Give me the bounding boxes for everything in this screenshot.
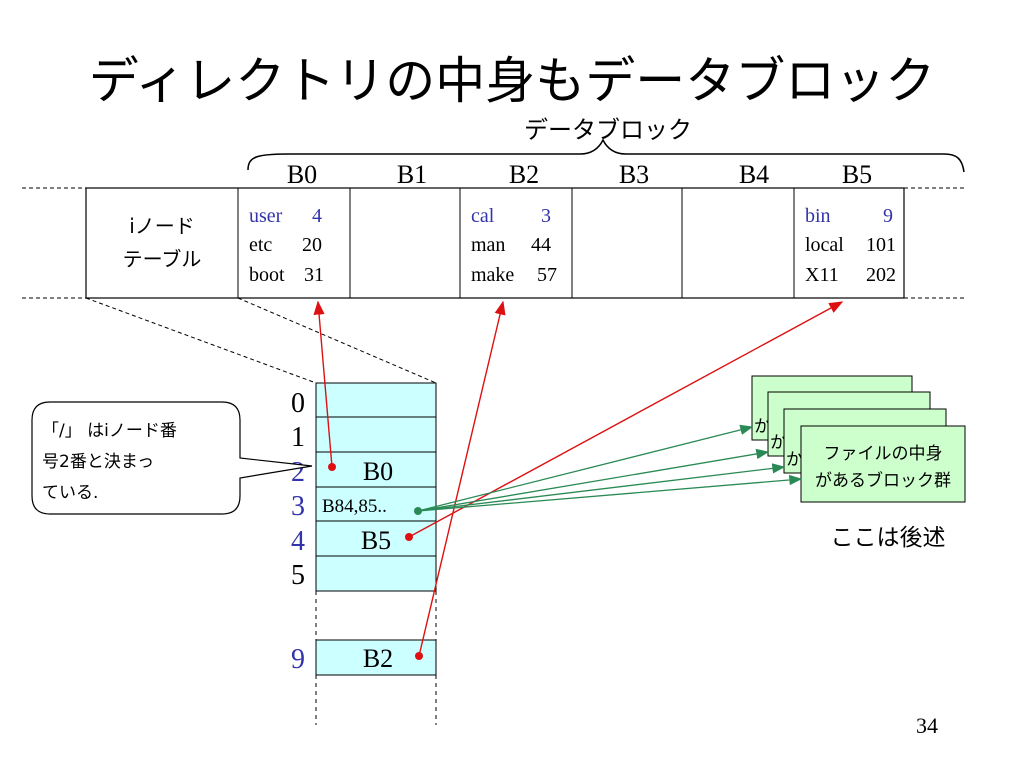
callout-text-line2: 号2番と決まっ bbox=[42, 452, 154, 472]
block-header-b4: B4 bbox=[739, 160, 769, 189]
zoom-line-left bbox=[85, 297, 317, 384]
b2-entry-num: 44 bbox=[531, 234, 551, 256]
page-number: 34 bbox=[916, 713, 938, 738]
arrow-origin-dot bbox=[415, 652, 423, 660]
b2-entry-name: cal bbox=[471, 205, 495, 227]
b0-entry-name: boot bbox=[249, 264, 285, 286]
file-block-card-front bbox=[800, 425, 966, 503]
inode-row bbox=[315, 486, 437, 522]
disk-row bbox=[85, 187, 905, 299]
b2-entry-num: 57 bbox=[537, 264, 557, 286]
block-header-b5: B5 bbox=[842, 160, 872, 189]
arrow-row2-to-b0 bbox=[313, 300, 333, 468]
arrow-row3-to-card bbox=[417, 424, 754, 512]
card-fragment: か bbox=[786, 450, 803, 470]
slide-title: ディレクトリの中身もデータブロック bbox=[89, 52, 936, 110]
file-block-cards: か か か ファイルの中身 があるブロック群 bbox=[751, 375, 966, 503]
inode-row-number: 2 bbox=[291, 457, 305, 488]
inode-entry-row4: B5 bbox=[361, 526, 391, 555]
card-fragment: か bbox=[754, 417, 771, 437]
b5-entry-name: X11 bbox=[805, 264, 839, 286]
green-arrows bbox=[414, 424, 803, 515]
later-note: ここは後述 bbox=[831, 525, 946, 551]
inode-row-number: 0 bbox=[291, 388, 305, 419]
inode-row-number: 3 bbox=[291, 491, 305, 522]
b5-entry-num: 101 bbox=[866, 234, 896, 256]
inode-entry-row2: B0 bbox=[363, 457, 393, 486]
block-header-b0: B0 bbox=[287, 160, 317, 189]
arrow-row9-to-b2 bbox=[418, 300, 506, 657]
block-header-b1: B1 bbox=[397, 160, 427, 189]
inode-row bbox=[315, 416, 437, 453]
b0-entry-num: 4 bbox=[312, 205, 322, 227]
arrow-origin-dot bbox=[328, 463, 336, 471]
arrow-origin-dot bbox=[405, 533, 413, 541]
inode-row bbox=[315, 520, 437, 557]
inode-entry-row3: B84,85.. bbox=[322, 496, 387, 517]
arrow-row3-to-card bbox=[417, 448, 770, 512]
inode-row-number: 4 bbox=[291, 526, 305, 557]
inode-row-number: 1 bbox=[291, 422, 305, 453]
inode-table bbox=[315, 382, 437, 725]
b5-entry-num: 202 bbox=[866, 264, 896, 286]
b5-entry-num: 9 bbox=[883, 205, 893, 227]
b2-entry-name: make bbox=[471, 264, 514, 286]
block-header-b3: B3 bbox=[619, 160, 649, 189]
b2-entry-num: 3 bbox=[541, 205, 551, 227]
inode-row-number: 9 bbox=[291, 644, 305, 675]
arrow-row3-to-card bbox=[417, 463, 786, 512]
callout-bubble bbox=[31, 401, 313, 515]
inode-row bbox=[315, 382, 437, 418]
inode-row-number: 5 bbox=[291, 560, 305, 591]
b0-entry-num: 20 bbox=[302, 234, 322, 256]
inode-table-label-line1: iノード bbox=[129, 214, 195, 238]
inode-row bbox=[315, 555, 437, 592]
card-text-line1: ファイルの中身 bbox=[824, 444, 943, 464]
callout-text-line1: 「/」 はiノード番 bbox=[42, 421, 177, 441]
brace-label: データブロック bbox=[524, 116, 692, 144]
arrow-row3-to-card bbox=[417, 474, 803, 512]
arrow-row4-to-b5 bbox=[408, 301, 844, 538]
b5-entry-name: bin bbox=[805, 205, 831, 227]
inode-row bbox=[315, 451, 437, 488]
zoom-line-right bbox=[237, 297, 437, 384]
block-header-b2: B2 bbox=[509, 160, 539, 189]
callout-text-line3: ている. bbox=[42, 483, 98, 503]
b5-entry-name: local bbox=[805, 234, 844, 256]
b0-entry-name: etc bbox=[249, 234, 272, 256]
b2-entry-name: man bbox=[471, 234, 505, 256]
card-text-line2: があるブロック群 bbox=[815, 470, 951, 491]
data-block-brace bbox=[247, 138, 965, 173]
arrow-origin-dot bbox=[414, 507, 422, 515]
b0-entry-num: 31 bbox=[304, 264, 324, 286]
inode-table-label-line2: テーブル bbox=[123, 247, 202, 271]
red-arrows bbox=[313, 300, 844, 660]
inode-entry-row9: B2 bbox=[363, 644, 393, 673]
b0-entry-name: user bbox=[249, 205, 283, 227]
card-fragment: か bbox=[770, 433, 787, 453]
